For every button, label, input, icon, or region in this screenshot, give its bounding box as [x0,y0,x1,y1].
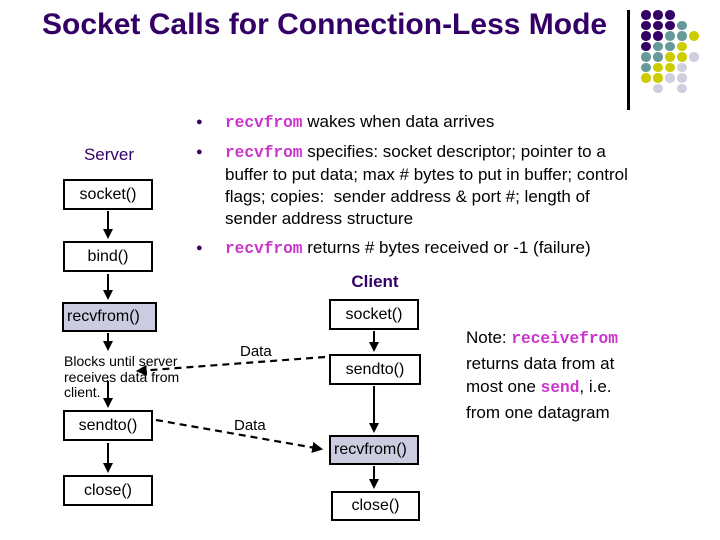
bullet-icon: ● [196,242,203,254]
deco-dot [653,41,663,51]
deco-dot [677,73,687,83]
bullet-item: ● recvfrom returns # bytes received or -… [196,237,698,260]
client-recvfrom-box: recvfrom() [329,435,419,465]
deco-dot [677,41,687,51]
client-column-label: Client [351,272,399,291]
server-close-box: close() [63,475,153,506]
bullet-item: ● recvfrom wakes when data arrives [196,111,698,134]
deco-dot [665,41,675,51]
server-sendto-box: sendto() [63,410,153,441]
code-keyword: recvfrom [225,144,303,162]
deco-dot [641,62,651,72]
deco-dot [641,73,651,83]
client-sendto-box: sendto() [329,354,421,385]
code-keyword: recvfrom [225,114,303,132]
server-bind-box: bind() [63,241,153,272]
deco-dot [653,52,663,62]
client-close-box: close() [331,491,420,521]
text-run: Note: [466,328,512,347]
deco-dot [665,52,675,62]
deco-dot [677,62,687,72]
deco-dot [665,62,675,72]
bullet-icon: ● [196,116,203,128]
bullet-text: recvfrom returns # bytes received or -1 … [225,237,591,260]
bullet-icon: ● [196,146,203,158]
deco-dot [665,31,675,41]
bullet-text: recvfrom wakes when data arrives [225,111,494,134]
code-keyword: receivefrom [511,330,618,348]
text-run: , i.e. from one datagram [466,377,612,422]
server-recvfrom-box: recvfrom() [62,302,157,332]
text-run: returns # bytes received or -1 (failure) [302,238,591,257]
text-run: wakes when data arrives [302,112,495,131]
deco-dot [665,10,675,20]
dot-pattern-decoration [641,10,701,94]
deco-dot [641,52,651,62]
deco-dot [665,73,675,83]
client-socket-box: socket() [329,299,419,330]
deco-dot [653,83,663,93]
server-column-label: Server [83,145,135,164]
deco-dot [689,52,699,62]
server-blocks-annotation: Blocks until server receives data from c… [64,353,180,400]
deco-dot [689,31,699,41]
deco-dot [653,31,663,41]
deco-dot [653,20,663,30]
deco-dot [653,10,663,20]
deco-dot [641,10,651,20]
deco-dot [677,31,687,41]
server-socket-box: socket() [63,179,153,210]
deco-dot [641,41,651,51]
text-run: specifies: socket descriptor; pointer to… [225,142,628,228]
code-keyword: recvfrom [225,240,303,258]
data-label-client-to-server: Data [240,343,272,360]
data-label-server-to-client: Data [234,417,266,434]
bullet-item: ● recvfrom specifies: socket descriptor;… [196,141,698,230]
text-run: returns data from at most one [466,353,615,397]
note-text: Note: receivefrom returns data from at m… [466,326,681,424]
deco-dot [665,20,675,30]
slide-title: Socket Calls for Connection-Less Mode [42,8,608,41]
deco-dot [677,83,687,93]
deco-dot [653,73,663,83]
deco-dot [641,20,651,30]
bullet-text: recvfrom specifies: socket descriptor; p… [225,141,628,230]
deco-dot [653,62,663,72]
deco-dot [641,31,651,41]
title-divider-line [627,10,630,110]
deco-dot [677,20,687,30]
deco-dot [677,52,687,62]
code-keyword: send [540,379,580,397]
bullet-list: ● recvfrom wakes when data arrives ● rec… [196,111,698,267]
